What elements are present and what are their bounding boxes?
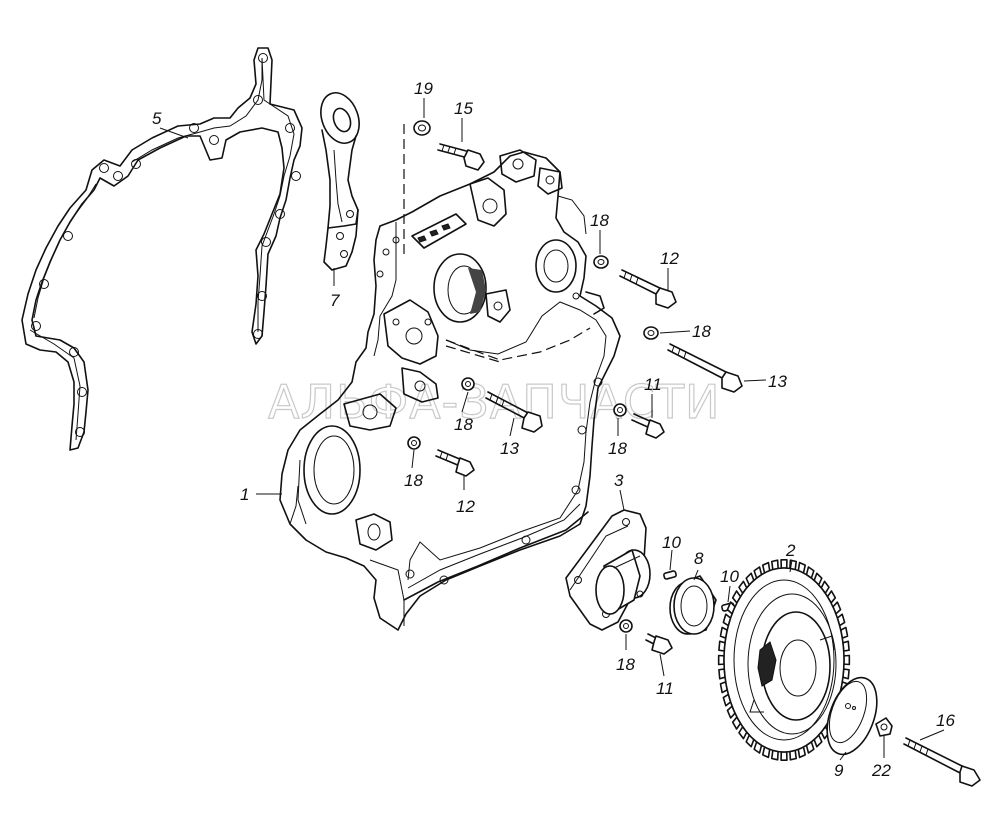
washer-part-18-lower — [619, 619, 633, 633]
washer-part-19 — [413, 120, 431, 136]
lifting-bracket-part-7 — [320, 92, 360, 271]
gear-tooth — [780, 751, 788, 761]
lock-washer-part-22 — [875, 717, 893, 737]
callout-10-right: 10 — [720, 567, 739, 586]
callout-1: 1 — [240, 485, 249, 504]
callout-13-right: 13 — [768, 372, 787, 391]
callout-8: 8 — [694, 549, 704, 568]
callout-12-upper: 12 — [660, 249, 679, 268]
thrust-plate-part-9 — [826, 676, 878, 756]
bushing-part-8 — [669, 575, 717, 635]
bolt-part-15 — [437, 143, 485, 171]
callout-18-center-a: 18 — [454, 415, 473, 434]
callout-16: 16 — [936, 711, 955, 730]
bolt-part-13-center — [485, 391, 543, 433]
callout-7: 7 — [330, 291, 340, 310]
leader-lines — [159, 98, 945, 761]
callout-18-upper: 18 — [590, 211, 609, 230]
gear-tooth — [780, 559, 788, 569]
bolt-part-11-lower — [645, 633, 673, 655]
washer-part-18-right — [613, 403, 627, 417]
callout-15: 15 — [454, 99, 473, 118]
bolt-part-13-right — [667, 343, 743, 393]
washer-part-18-mid — [643, 326, 659, 340]
assembly-line-inner — [445, 345, 501, 363]
callout-12-center: 12 — [456, 497, 475, 516]
bolt-part-16 — [903, 737, 981, 787]
washer-part-18-upper — [593, 255, 609, 269]
timing-cover-housing-part-1 — [279, 149, 621, 631]
callout-18-mid: 18 — [692, 322, 711, 341]
callout-11-lower: 11 — [656, 679, 674, 698]
washer-part-18-center-b — [407, 436, 421, 450]
callout-11-upper: 11 — [644, 375, 662, 394]
callout-19: 19 — [414, 79, 433, 98]
pin-part-10-left — [663, 570, 677, 580]
bolt-part-12-upper — [619, 269, 677, 309]
gasket-part-5 — [21, 47, 303, 451]
washer-part-18-center-a — [461, 377, 475, 391]
callout-10-left: 10 — [662, 533, 681, 552]
callout-22: 22 — [871, 761, 891, 780]
bolt-part-11-upper — [631, 413, 665, 439]
callout-labels: 5 7 19 15 18 12 18 13 18 13 18 12 11 18 … — [152, 79, 955, 780]
callout-18-center-b: 18 — [404, 471, 423, 490]
callout-13-center: 13 — [500, 439, 519, 458]
callout-18-lower: 18 — [616, 655, 635, 674]
callout-3: 3 — [614, 471, 624, 490]
bolt-part-12-center — [435, 449, 475, 477]
callout-2: 2 — [785, 541, 796, 560]
callout-5: 5 — [152, 109, 162, 128]
callout-18-right: 18 — [608, 439, 627, 458]
callout-9: 9 — [834, 761, 844, 780]
idler-axle-part-3 — [565, 509, 651, 631]
